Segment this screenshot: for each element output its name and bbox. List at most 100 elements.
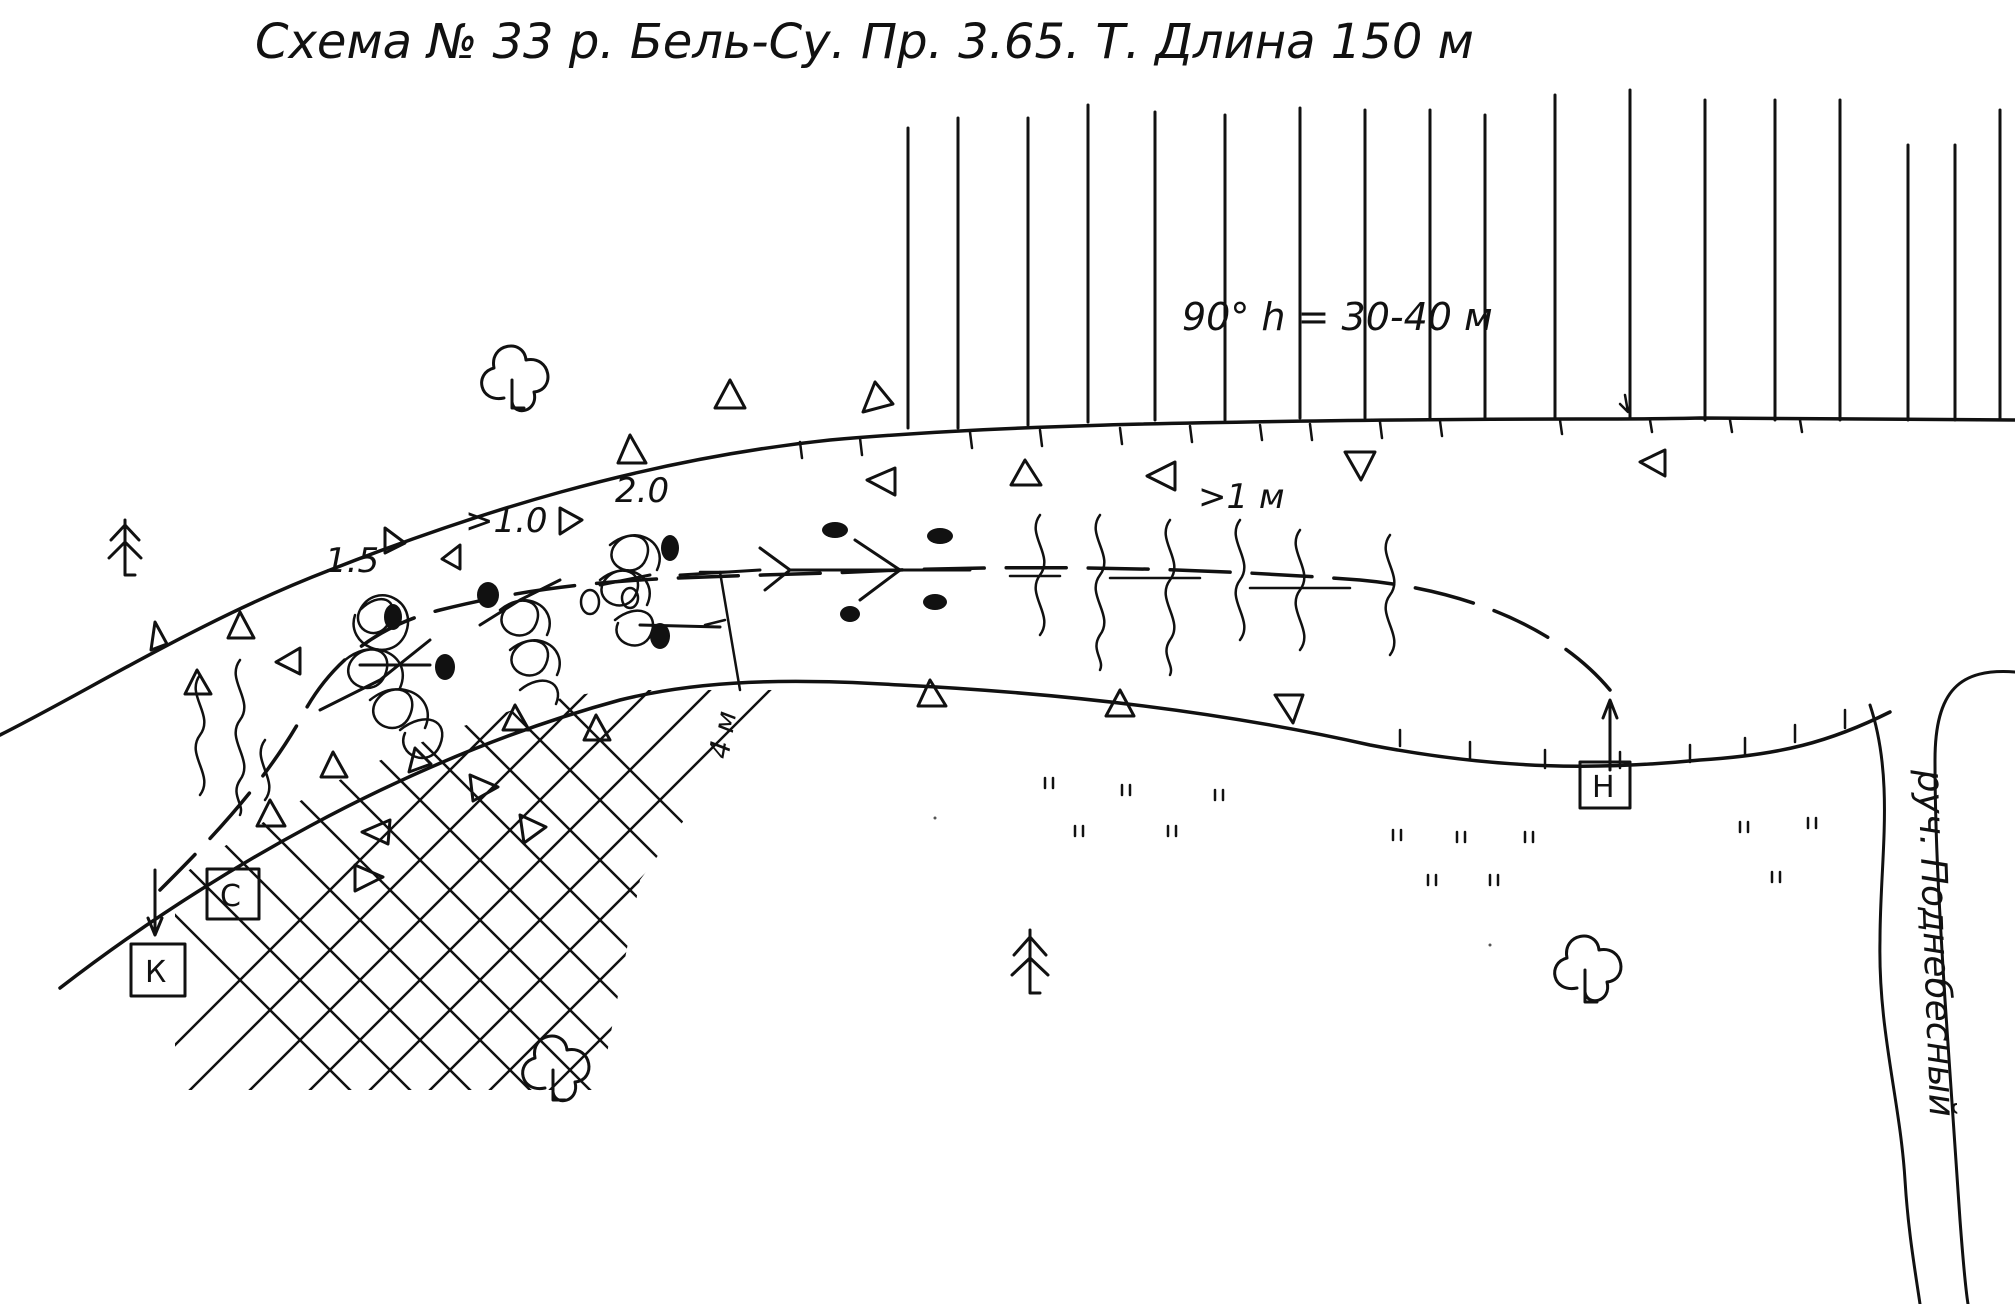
width-marker bbox=[698, 570, 742, 692]
point-start-label: Н bbox=[1592, 770, 1615, 805]
boulder-triangle-icon bbox=[1009, 458, 1043, 487]
deciduous-tree-icon bbox=[480, 344, 550, 413]
rock-dot-icon bbox=[923, 594, 947, 610]
grass-tuft-icon bbox=[1488, 873, 1500, 887]
pitch-label-1: 1.5 bbox=[325, 541, 379, 581]
whirlpool-icon bbox=[508, 639, 561, 677]
wave-icon bbox=[259, 738, 271, 802]
whirlpool-icon bbox=[518, 679, 560, 706]
boulder-triangle-icon bbox=[713, 378, 747, 410]
pitch-label-3: 2.0 bbox=[615, 471, 669, 511]
boulder-triangle-icon bbox=[916, 678, 948, 708]
boulder-triangle-icon bbox=[1343, 450, 1377, 482]
route-line bbox=[158, 565, 1612, 892]
boulder-triangle-icon bbox=[149, 620, 169, 652]
boulder-triangle-icon bbox=[1104, 688, 1136, 718]
wave-icon bbox=[1234, 518, 1246, 642]
boulder-triangle-icon bbox=[518, 813, 548, 845]
grass-tuft-icon bbox=[1073, 824, 1085, 838]
grass-tuft-icon bbox=[1120, 783, 1132, 797]
point-middle-label: С bbox=[220, 879, 241, 914]
grass-tuft-icon bbox=[1426, 873, 1438, 887]
wave-icon bbox=[1294, 528, 1306, 652]
boulder-triangle-icon bbox=[274, 646, 302, 676]
grass-tuft-icon bbox=[1166, 824, 1178, 838]
boulder-triangle-icon bbox=[616, 433, 648, 465]
cliff-height-label: 90° h = 30-40 м bbox=[1182, 295, 1493, 339]
boulders bbox=[149, 378, 1667, 893]
boulder-triangle-icon bbox=[1145, 460, 1177, 492]
stream-bank-left bbox=[1868, 703, 1922, 1304]
width-label: 4 м bbox=[702, 708, 743, 761]
grass-tuft-icon bbox=[1738, 820, 1750, 834]
whirlpool-icon bbox=[598, 569, 651, 607]
grass-tuft-icon bbox=[1391, 828, 1403, 842]
waves bbox=[194, 513, 1396, 817]
wave-icon bbox=[234, 658, 246, 817]
point-end-marker: К bbox=[129, 942, 187, 998]
boulder-triangle-icon bbox=[558, 506, 584, 536]
boulder-triangle-icon bbox=[861, 380, 895, 414]
rock-dot-icon bbox=[927, 528, 953, 544]
conifer-tree-icon bbox=[1010, 928, 1050, 995]
rocks bbox=[384, 522, 953, 680]
lower-wall-line bbox=[58, 679, 1892, 990]
grass-tuft-icon bbox=[1770, 870, 1782, 884]
point-middle-marker: С bbox=[205, 867, 261, 921]
grass-tuft-icon bbox=[1043, 776, 1055, 790]
boulder-triangle-icon bbox=[353, 863, 385, 893]
boulder-triangle-icon bbox=[440, 543, 462, 571]
wave-icon bbox=[1384, 533, 1396, 657]
deciduous-tree-icon bbox=[521, 1034, 591, 1103]
boulder-triangle-icon bbox=[1273, 693, 1305, 725]
whirlpool-icon bbox=[343, 648, 404, 690]
rock-dot-icon bbox=[650, 623, 670, 649]
boulder-triangle-icon bbox=[407, 746, 433, 774]
whirlpool-icon bbox=[498, 599, 551, 637]
grass-tufts bbox=[1043, 776, 1818, 887]
wave-icon bbox=[1164, 518, 1176, 677]
whirlpool-icon bbox=[608, 534, 661, 572]
boulder-triangle-icon bbox=[1638, 448, 1667, 478]
wall-ticks bbox=[798, 418, 1847, 770]
grass-tuft-icon bbox=[1213, 788, 1225, 802]
point-end-label: К bbox=[145, 955, 166, 990]
cliff-hatching bbox=[906, 88, 2002, 430]
boulder-triangle-icon bbox=[360, 818, 392, 846]
grass-tuft-icon bbox=[1523, 830, 1535, 844]
stream-bank-right bbox=[1933, 670, 2015, 1304]
route-arrow-start bbox=[1601, 698, 1619, 772]
whirlpools bbox=[343, 534, 661, 760]
boulder-triangle-icon bbox=[183, 668, 213, 696]
whirlpool-icon bbox=[368, 688, 429, 730]
boulder-triangle-icon bbox=[226, 610, 256, 640]
boulder-triangle-icon bbox=[255, 798, 287, 828]
conifer-tree-icon bbox=[107, 518, 143, 577]
whirlpool-icon bbox=[398, 718, 444, 760]
whirlpool-icon bbox=[613, 609, 655, 647]
rock-dot-icon bbox=[822, 522, 848, 538]
boulder-triangle-icon bbox=[501, 703, 531, 732]
pitch-label-2: >1.0 bbox=[465, 501, 548, 541]
boulder-triangle-icon bbox=[865, 466, 897, 497]
wave-icon bbox=[1094, 513, 1106, 672]
boulder-triangle-icon bbox=[319, 750, 349, 779]
rock-dot-icon bbox=[477, 582, 499, 608]
boulder-triangle-icon bbox=[582, 713, 612, 742]
rock-dot-icon bbox=[435, 654, 455, 680]
scheme-title: Схема № 33 р. Бель-Су. Пр. 3.65. Т. Длин… bbox=[255, 14, 1474, 70]
route-arrow-end bbox=[146, 868, 164, 937]
rock-dot-icon bbox=[661, 535, 679, 561]
upper-wall-line bbox=[0, 416, 2015, 737]
grass-tuft-icon bbox=[1806, 816, 1818, 830]
rock-dot-icon bbox=[840, 606, 860, 622]
pitch-label-4: >1 м bbox=[1198, 477, 1285, 517]
grass-tuft-icon bbox=[1455, 830, 1467, 844]
pitch-lines bbox=[318, 573, 722, 712]
deciduous-tree-icon bbox=[1553, 934, 1623, 1004]
point-start-marker: Н bbox=[1578, 760, 1632, 810]
stream-label: руч. Поднебесный bbox=[1909, 768, 1962, 1118]
boulder-triangle-icon bbox=[468, 773, 500, 803]
rock-dot-icon bbox=[384, 604, 402, 630]
